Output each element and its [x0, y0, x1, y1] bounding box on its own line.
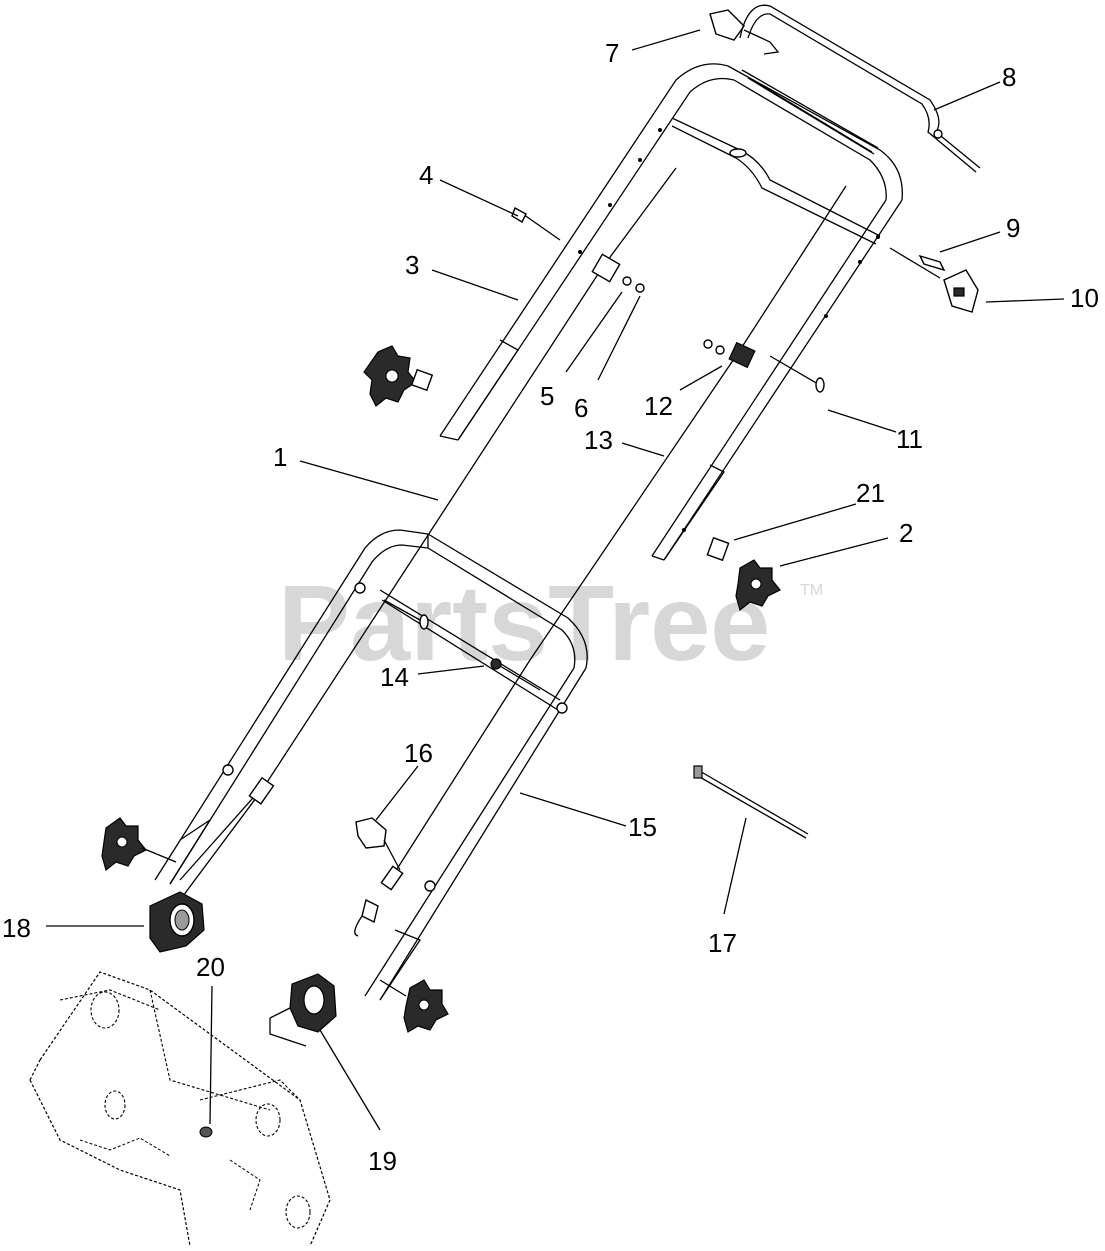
handle-mount-18	[149, 891, 205, 953]
callout-18: 18	[2, 913, 31, 943]
bail-assembly	[709, 4, 981, 173]
control-cables	[179, 167, 847, 901]
callout-5: 5	[540, 381, 554, 411]
callout-11: 11	[896, 424, 923, 454]
cable-tie	[693, 765, 809, 839]
callout-9: 9	[1006, 213, 1020, 243]
lower-handle	[154, 529, 588, 1001]
callout-20: 20	[196, 952, 225, 982]
callout-1: 1	[273, 442, 287, 472]
callout-21: 21	[856, 478, 885, 508]
upper-handle	[439, 63, 903, 561]
cable-guide	[591, 253, 621, 283]
washer	[622, 276, 632, 286]
callout-8: 8	[1002, 62, 1016, 92]
knob-2	[706, 536, 781, 612]
callout-14: 14	[380, 662, 409, 692]
cable-clip-16	[354, 817, 401, 937]
callout-17: 17	[708, 928, 737, 958]
callout-3: 3	[405, 250, 419, 280]
knob-lower-left	[101, 817, 177, 872]
handle-mount-19	[269, 973, 337, 1047]
callout-6: 6	[574, 393, 588, 423]
callout-15: 15	[628, 812, 657, 842]
callout-labels: 1 2 3 4 5 6 7 8 9 10 11 12 13 14 15 16 1…	[2, 38, 1099, 1176]
callout-4: 4	[419, 160, 433, 190]
callout-12: 12	[644, 391, 673, 421]
bolt-4	[511, 206, 561, 241]
bracket-right	[889, 247, 979, 313]
callout-13: 13	[584, 425, 613, 455]
watermark-trademark: TM	[800, 582, 823, 599]
bolt-lower-left	[383, 599, 429, 630]
knob-upper-left	[363, 345, 434, 407]
leader-lines	[46, 29, 1065, 1131]
knob-lower-right	[379, 979, 449, 1033]
watermark-text: PartsTree	[278, 562, 770, 683]
callout-16: 16	[404, 738, 433, 768]
callout-10: 10	[1070, 283, 1099, 313]
callout-2: 2	[899, 518, 913, 548]
locknut	[635, 283, 645, 293]
bolt-14	[490, 658, 541, 691]
callout-7: 7	[605, 38, 619, 68]
callout-19: 19	[368, 1146, 397, 1176]
mower-deck	[29, 971, 331, 1247]
bolt-11	[769, 355, 825, 393]
cable-guide-right	[703, 339, 756, 369]
